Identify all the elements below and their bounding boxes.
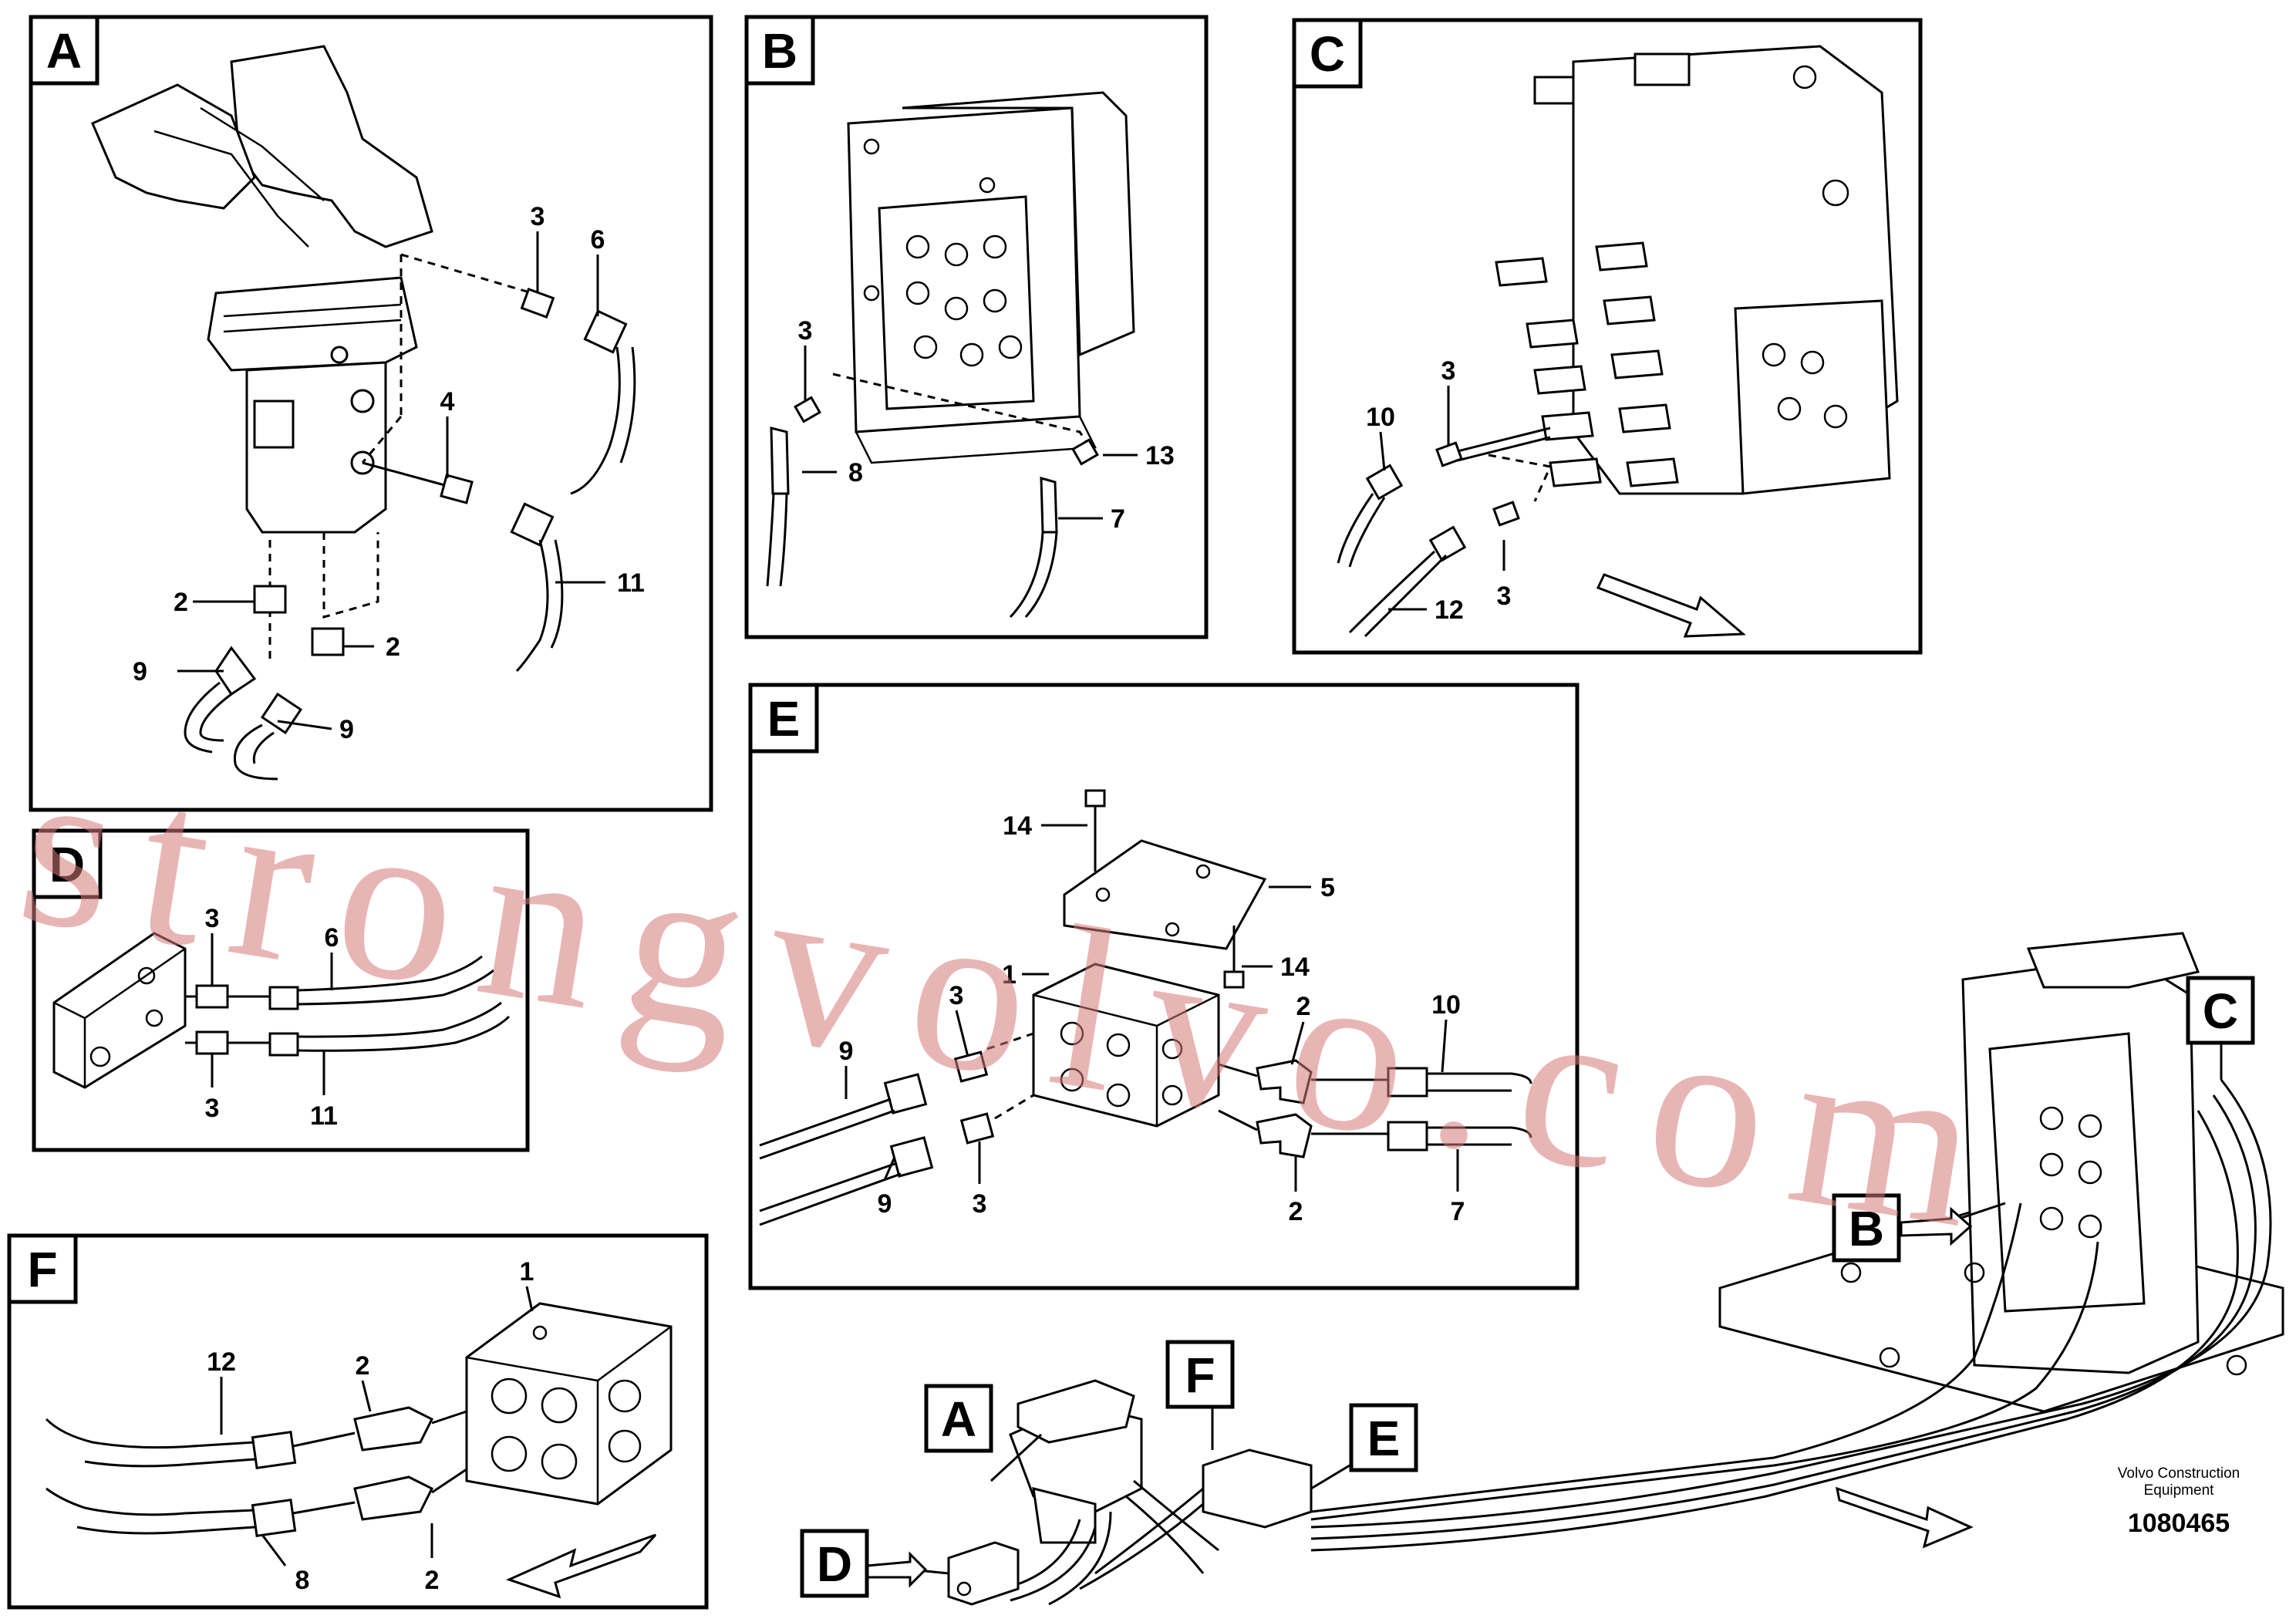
panel-d-tag: D xyxy=(49,837,85,892)
panel-e-tag: E xyxy=(767,691,801,747)
panel-e-callout: 10 xyxy=(1431,990,1461,1020)
panel-d-tag-box xyxy=(32,828,103,899)
panel-a-frame xyxy=(29,15,713,812)
pointer-arrow-icon xyxy=(866,1551,928,1588)
panel-a-tag-box xyxy=(29,15,99,86)
panel-f-callout: 2 xyxy=(425,1566,440,1595)
overview-tag-b: B xyxy=(1849,1201,1884,1256)
direction-arrow-icon xyxy=(505,1533,657,1599)
panel-c-callout: 3 xyxy=(1441,356,1456,386)
panel-b-callout: 7 xyxy=(1111,504,1125,534)
panel-a-callout: 6 xyxy=(591,225,605,255)
company-line-2: Equipment xyxy=(2143,1482,2214,1499)
panel-c: C 3 xyxy=(1292,18,1923,655)
panel-b-tag: B xyxy=(762,23,797,79)
panel-e-callout: 2 xyxy=(1296,992,1311,1021)
panel-e-callout: 9 xyxy=(878,1189,892,1219)
panel-f-callout: 12 xyxy=(207,1347,236,1377)
panel-c-callout: 10 xyxy=(1366,403,1395,432)
overview-tag-box xyxy=(924,1384,993,1453)
panel-c-tag: C xyxy=(1310,26,1345,82)
panel-a-callout: 11 xyxy=(617,568,645,598)
overview-tag-box xyxy=(800,1529,869,1598)
panel-d-frame xyxy=(32,828,530,1152)
panel-d-callout: 3 xyxy=(205,904,220,933)
control-valve-drawing-b xyxy=(847,91,1135,464)
panel-d: D 3 6 3 11 xyxy=(32,828,530,1152)
panel-b-callout: 8 xyxy=(848,458,863,487)
pointer-arrow-icon xyxy=(1900,1206,1973,1246)
panel-d-callout: 3 xyxy=(205,1094,220,1123)
title-block: Volvo Construction Equipment 1080465 xyxy=(2075,1465,2283,1539)
panel-e: E 14 5 xyxy=(748,683,1580,1290)
drawing-number: 1080465 xyxy=(2127,1509,2230,1538)
overview-tag-box xyxy=(2186,976,2255,1045)
overview-tag-box xyxy=(1832,1193,1901,1263)
panel-f-tag-box xyxy=(7,1233,78,1304)
panel-c-frame xyxy=(1292,18,1923,655)
overview-tag-f: F xyxy=(1185,1347,1215,1403)
panel-e-tag-box xyxy=(748,683,819,754)
panel-a: A xyxy=(29,15,713,812)
panel-a-callout: 4 xyxy=(440,387,455,416)
panel-d-callout: 11 xyxy=(310,1101,338,1131)
overview-tag-d: D xyxy=(817,1536,852,1592)
panel-a-callout: 2 xyxy=(386,632,400,662)
panel-a-callout: 9 xyxy=(339,715,354,744)
direction-arrow-icon xyxy=(1836,1486,1974,1549)
panel-e-callout: 9 xyxy=(839,1037,854,1066)
panel-a-tag: A xyxy=(46,23,82,79)
panel-e-callout: 14 xyxy=(1003,811,1032,841)
overview-tag-a: A xyxy=(941,1391,976,1447)
pilot-valve-drawing xyxy=(91,45,433,534)
panel-e-callout: 2 xyxy=(1289,1197,1303,1226)
panel-f: F 1 12 2 8 2 xyxy=(7,1233,709,1610)
distribution-block-f xyxy=(465,1302,673,1506)
panel-c-callout: 3 xyxy=(1497,582,1512,611)
panel-b-tag-box xyxy=(744,15,815,86)
panel-f-callout: 1 xyxy=(520,1257,534,1286)
panel-a-callout: 2 xyxy=(174,588,188,617)
panel-e-callout: 14 xyxy=(1280,953,1310,982)
panel-e-callout: 1 xyxy=(1002,960,1017,990)
mounting-plate xyxy=(1063,839,1267,950)
panel-f-tag: F xyxy=(27,1242,57,1297)
panel-a-callout: 9 xyxy=(133,657,147,686)
panel-b-callout: 3 xyxy=(798,316,813,346)
overview-tag-box xyxy=(1165,1340,1235,1409)
company-line-1: Volvo Construction xyxy=(2117,1465,2240,1482)
panel-f-frame xyxy=(7,1233,709,1610)
panel-b: B 3 8 13 7 xyxy=(744,15,1209,639)
overview-tag-e: E xyxy=(1367,1411,1401,1466)
panel-e-callout: 5 xyxy=(1320,873,1335,902)
panel-e-callout: 7 xyxy=(1451,1197,1465,1226)
panel-e-frame xyxy=(748,683,1580,1290)
panel-a-callout: 3 xyxy=(531,202,545,231)
panel-e-callout: 3 xyxy=(949,981,964,1010)
panel-b-frame xyxy=(744,15,1209,639)
panel-d-callout: 6 xyxy=(325,923,339,953)
control-valve-drawing-c xyxy=(1495,45,1899,495)
panel-f-callout: 2 xyxy=(356,1351,370,1381)
direction-arrow-icon xyxy=(1596,573,1746,638)
distribution-block xyxy=(52,932,187,1089)
panel-c-callout: 12 xyxy=(1435,595,1464,625)
overview-drawing: A F E D B C xyxy=(800,932,2284,1606)
panel-b-callout: 13 xyxy=(1145,441,1175,470)
panel-e-callout: 3 xyxy=(973,1189,987,1219)
panel-c-tag-box xyxy=(1292,18,1363,89)
panel-f-callout: 8 xyxy=(295,1566,310,1595)
overview-tag-c: C xyxy=(2203,983,2238,1039)
panel-a-fittings xyxy=(184,288,636,781)
overview-tag-box xyxy=(1349,1403,1418,1472)
